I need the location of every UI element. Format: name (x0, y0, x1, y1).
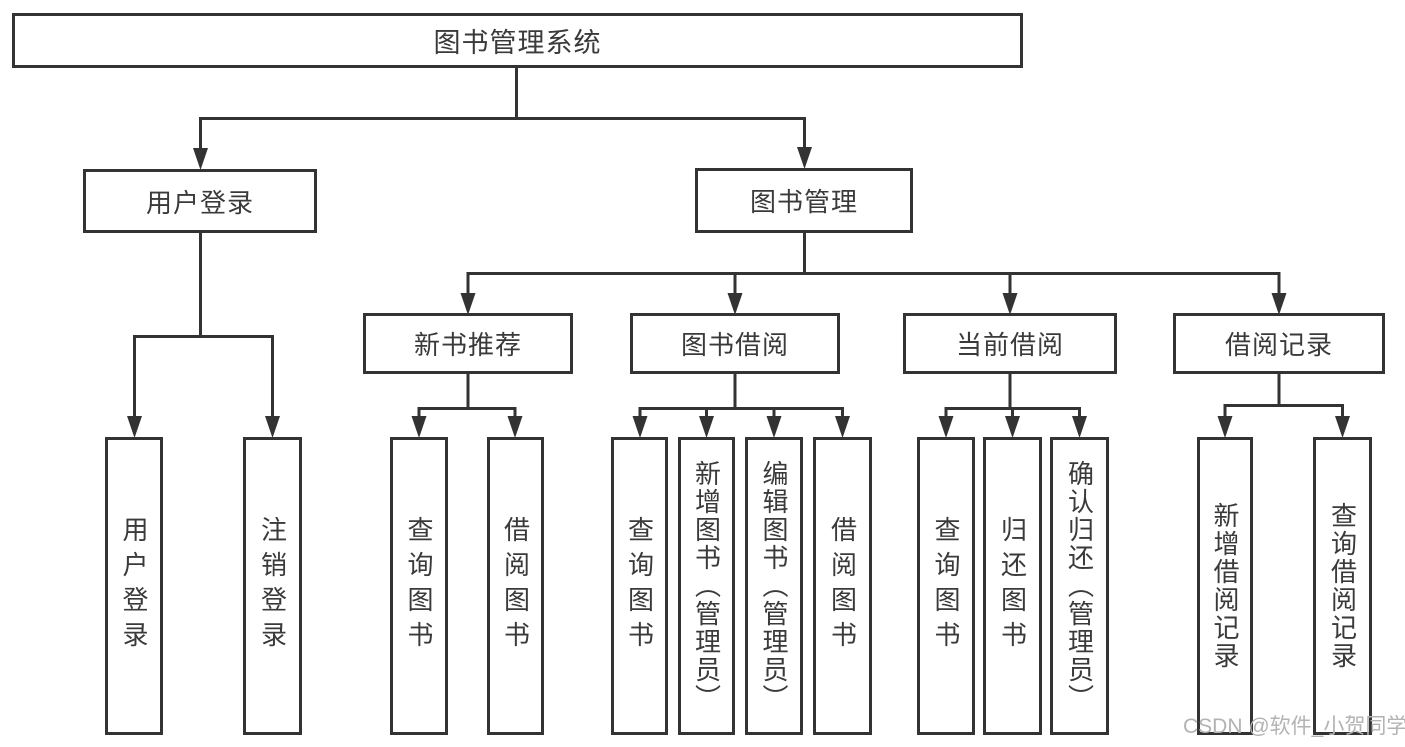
watermark: CSDN @软件_小贺同学 (1183, 715, 1405, 738)
leaf-return-book: 归还图书 (983, 437, 1042, 735)
arrow-down-icon (1072, 416, 1087, 438)
arrow-down-icon (507, 416, 523, 438)
node-current-borrow-label: 当前借阅 (955, 330, 1064, 360)
arrow-down-icon (632, 416, 648, 438)
leaf-label: 注销登录 (257, 516, 288, 656)
leaf-label: 查询图书 (624, 516, 655, 656)
arrow-down-icon (127, 416, 142, 438)
leaf-label: 查询图书 (931, 516, 961, 656)
leaf-label: 新增借阅记录 (1210, 502, 1240, 670)
leaf-label: 用户登录 (119, 516, 149, 656)
leaf-borrow-book-1: 借阅图书 (487, 437, 544, 735)
arrow-down-icon (797, 147, 812, 169)
leaf-label: 编辑图书（管理员） (759, 460, 789, 712)
arrow-down-icon (460, 293, 476, 315)
arrow-down-icon (727, 293, 743, 315)
leaf-query-book-1: 查询图书 (390, 437, 448, 735)
leaf-confirm-return-admin: 确认归还（管理员） (1050, 437, 1109, 735)
node-book-borrow: 图书借阅 (630, 313, 840, 374)
node-current-borrow: 当前借阅 (903, 313, 1117, 374)
leaf-label: 借阅图书 (500, 516, 531, 656)
leaf-label: 确认归还（管理员） (1064, 460, 1095, 712)
arrow-down-icon (1002, 293, 1018, 315)
arrow-down-icon (1005, 416, 1020, 438)
leaf-label: 查询借阅记录 (1327, 502, 1358, 670)
node-user-login: 用户登录 (83, 169, 317, 233)
leaf-logout: 注销登录 (243, 437, 302, 735)
node-book-management: 图书管理 (695, 168, 913, 233)
leaf-label: 归还图书 (997, 516, 1028, 656)
node-new-book-recommend: 新书推荐 (363, 313, 573, 374)
node-root: 图书管理系统 (12, 13, 1023, 68)
leaf-edit-book-admin: 编辑图书（管理员） (745, 437, 803, 735)
arrow-down-icon (699, 416, 714, 438)
arrow-down-icon (193, 148, 208, 170)
node-new-book-recommend-label: 新书推荐 (413, 330, 522, 360)
arrow-down-icon (766, 416, 782, 438)
node-borrow-records-label: 借阅记录 (1224, 330, 1333, 360)
arrow-down-icon (1271, 293, 1287, 315)
leaf-user-login: 用户登录 (105, 437, 163, 735)
leaf-query-borrow-record: 查询借阅记录 (1313, 437, 1372, 735)
node-book-management-label: 图书管理 (749, 187, 858, 217)
arrow-down-icon (265, 416, 280, 438)
node-borrow-records: 借阅记录 (1173, 313, 1385, 374)
leaf-add-borrow-record: 新增借阅记录 (1197, 437, 1253, 735)
leaf-add-book-admin: 新增图书（管理员） (678, 437, 735, 735)
node-book-borrow-label: 图书借阅 (680, 330, 789, 360)
leaf-label: 查询图书 (404, 516, 434, 656)
node-user-login-label: 用户登录 (145, 187, 254, 218)
node-root-label: 图书管理系统 (433, 28, 602, 58)
leaf-label: 新增图书（管理员） (691, 460, 722, 712)
leaf-query-book-2: 查询图书 (611, 437, 668, 735)
leaf-query-book-3: 查询图书 (917, 437, 975, 735)
arrow-down-icon (1335, 416, 1350, 438)
leaf-borrow-book-2: 借阅图书 (813, 437, 872, 735)
arrow-down-icon (835, 416, 850, 438)
arrow-down-icon (938, 416, 954, 438)
arrow-down-icon (1217, 416, 1233, 438)
arrow-down-icon (411, 416, 427, 438)
leaf-label: 借阅图书 (827, 516, 858, 656)
